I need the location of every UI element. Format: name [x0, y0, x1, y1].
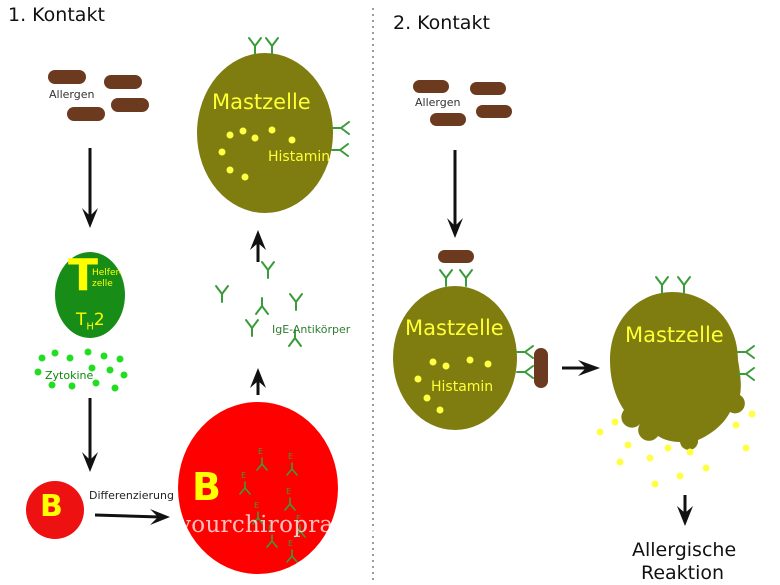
ige-marker-4: E — [286, 487, 292, 496]
first-contact-title: 1. Kontakt — [8, 4, 105, 26]
second-contact-title: 2. Kontakt — [393, 12, 490, 34]
plasma-cell-letter: B — [192, 465, 221, 509]
t-cell-subtype-sub: H — [86, 321, 94, 333]
arrow-cytokine-to-bcell — [82, 398, 98, 472]
arrow-allergen-to-tcell — [82, 148, 98, 228]
arrow-differentiation — [94, 509, 170, 525]
ige-marker-7: E — [268, 524, 274, 533]
t-cell-subtype-main: T — [76, 310, 87, 330]
b-cell — [26, 481, 84, 539]
cytokine-dots — [34, 348, 128, 392]
mast-cell-1-granules — [218, 126, 296, 181]
ige-marker-6: E — [296, 514, 302, 523]
mast-cell-2 — [393, 286, 517, 430]
ige-marker-3: E — [241, 471, 247, 480]
allergen-cluster-2 — [413, 80, 512, 126]
mast-cell-2-bound-allergen — [438, 250, 548, 388]
ige-marker-5: E — [254, 501, 260, 510]
histamine-label-1: Histamin — [268, 149, 331, 165]
arrow-antibodies-to-mastcell — [250, 230, 266, 262]
mast-cell-3 — [610, 292, 745, 451]
differentiation-label: Differenzierung — [89, 489, 174, 502]
mast-cell-1-label: Mastzelle — [212, 90, 311, 114]
mast-cell-2-granules — [414, 356, 492, 414]
allergic-reaction-label-line2: Reaktion — [641, 562, 725, 584]
released-histamine — [596, 410, 756, 488]
t-helper-cell — [55, 252, 125, 338]
histamine-label-2: Histamin — [431, 379, 494, 395]
ige-marker-1: E — [258, 447, 264, 456]
arrow-to-degranulation — [562, 360, 600, 376]
mast-cell-3-label: Mastzelle — [625, 323, 724, 347]
t-cell-letter: T — [68, 250, 99, 301]
watermark: yourchiropractichealth.com — [178, 512, 510, 538]
allergic-reaction-label-line1: Allergische — [632, 539, 737, 561]
allergen-label-2: Allergen — [415, 96, 461, 109]
t-cell-helper-label: Helfer- zelle — [92, 268, 122, 289]
ige-marker-2: E — [288, 452, 294, 461]
arrow-plasma-to-antibodies — [250, 368, 266, 395]
allergen-label-1: Allergen — [49, 88, 95, 101]
arrow-allergen-to-mastcell-2 — [447, 150, 463, 238]
ige-antibody-label: IgE-Antikörper — [272, 323, 351, 336]
t-cell-subtype-num: 2 — [93, 310, 105, 330]
t-cell-subtype: TH2 — [76, 312, 105, 332]
cytokines-label: Zytokine — [45, 369, 94, 382]
b-cell-letter: B — [40, 489, 63, 524]
arrow-to-reaction — [677, 495, 693, 526]
allergen-cluster-1 — [48, 70, 149, 121]
mast-cell-1 — [197, 53, 333, 213]
plasma-cell — [178, 402, 338, 574]
mast-cell-2-label: Mastzelle — [405, 316, 504, 340]
ige-marker-8: E — [288, 539, 294, 548]
